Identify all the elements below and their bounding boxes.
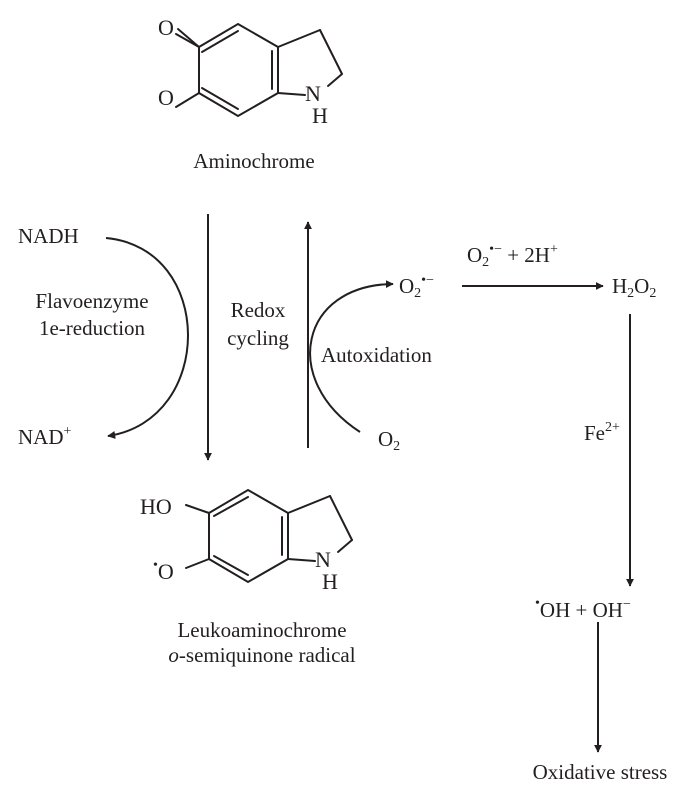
aminochrome-oxygen-bottom: O xyxy=(158,85,174,110)
radical-dot: • xyxy=(153,558,158,573)
oxyl-oxygen: O xyxy=(157,559,174,584)
hydrogen-peroxide-label: H2O2 xyxy=(612,276,656,301)
aminochrome-nitrogen: N xyxy=(305,81,321,106)
leukoaminochrome-label-line1: Leukoaminochrome xyxy=(177,618,347,642)
peroxide-oxygen: O xyxy=(634,274,650,298)
peroxide-oxygen-subscript: 2 xyxy=(649,286,657,301)
oxidative-stress-label: Oxidative stress xyxy=(532,760,668,784)
nad-text: NAD xyxy=(18,425,64,449)
ortho-prefix: o xyxy=(168,643,179,667)
superoxide-label: O2•− xyxy=(399,274,434,301)
conditions-proton-charge: + xyxy=(549,242,558,257)
superoxide-subscript: 2 xyxy=(414,286,422,301)
nad-label: NAD+ xyxy=(18,425,71,448)
dismutation-conditions: O2•− + 2H+ xyxy=(467,243,558,270)
hydroxyl-plus: + xyxy=(570,598,593,622)
reduction-type-label: 1e-reduction xyxy=(38,316,146,340)
hydroxyl-radical: OH xyxy=(539,598,571,622)
oxygen-subscript: 2 xyxy=(393,439,401,454)
hydroxide: OH xyxy=(592,598,623,622)
cycling-label: cycling xyxy=(227,326,289,350)
leukoaminochrome-hydrogen: H xyxy=(322,569,338,594)
leukoaminochrome-structure xyxy=(185,488,353,584)
hydroxyl-products-label: •OH + OH− xyxy=(535,597,631,621)
leukoaminochrome-hydroxyl: HO xyxy=(140,494,172,519)
iron-charge: 2+ xyxy=(605,420,620,435)
semiquinone-text: -semiquinone radical xyxy=(178,643,356,667)
nadh-curve-arrow xyxy=(105,237,189,439)
superoxide-radical-charge: •− xyxy=(421,273,434,288)
oxygen-text: O xyxy=(378,427,394,451)
peroxide-hydrogen: H xyxy=(612,274,628,298)
iron-catalyst-label: Fe2+ xyxy=(584,421,620,444)
oxygen-label: O2 xyxy=(378,429,400,454)
autoxidation-curve-arrow xyxy=(309,280,394,433)
hydroxide-charge: − xyxy=(622,597,631,612)
aminochrome-structure xyxy=(175,22,343,118)
conditions-protons: + 2H xyxy=(501,243,550,267)
aminochrome-hydrogen: H xyxy=(312,103,328,128)
hydroxyl-radical-dot: • xyxy=(535,596,540,611)
conditions-subscript: 2 xyxy=(482,255,490,270)
iron-symbol: Fe xyxy=(584,421,605,445)
superoxide-oxygen: O xyxy=(399,274,415,298)
leukoaminochrome-label-line2: o-semiquinone radical xyxy=(168,645,355,666)
flavoenzyme-label: Flavoenzyme xyxy=(35,289,149,313)
peroxide-hydrogen-subscript: 2 xyxy=(627,286,635,301)
leukoaminochrome-nitrogen: N xyxy=(315,547,331,572)
nad-charge: + xyxy=(63,424,72,439)
aminochrome-oxygen-top: O xyxy=(158,15,174,40)
aminochrome-label: Aminochrome xyxy=(193,149,315,173)
leukoaminochrome-oxyl-radical: •O xyxy=(153,559,174,583)
conditions-oxygen: O xyxy=(467,243,483,267)
conditions-radical-charge: •− xyxy=(489,242,502,257)
autoxidation-label: Autoxidation xyxy=(321,343,432,367)
nadh-label: NADH xyxy=(18,224,79,248)
redox-label: Redox xyxy=(230,298,286,322)
